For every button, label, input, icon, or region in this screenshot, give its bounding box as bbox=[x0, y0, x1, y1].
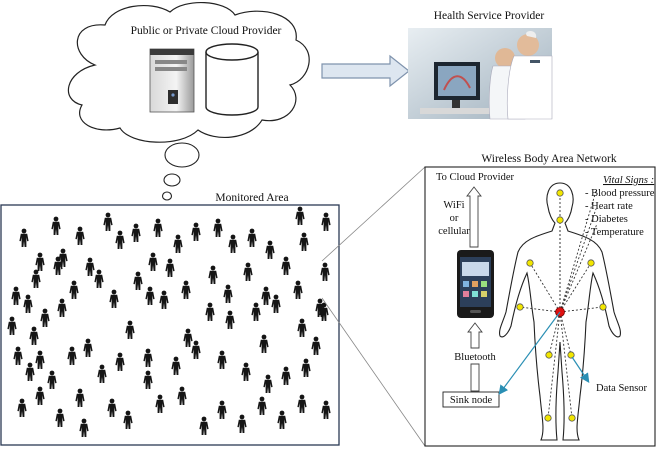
vital-sign-item: - Temperature bbox=[585, 227, 644, 238]
sink-pointer-arrow bbox=[498, 311, 561, 395]
wifi-label: WiFi bbox=[443, 200, 464, 211]
cellular-label: cellular bbox=[438, 226, 470, 237]
sensor-right-ankle bbox=[568, 414, 576, 422]
cloud-to-provider-arrow bbox=[321, 54, 410, 88]
sensor-left-ankle bbox=[544, 414, 552, 422]
smartphone-icon bbox=[457, 250, 494, 318]
sensor-pointer-arrow bbox=[571, 356, 590, 383]
sensor-links bbox=[519, 190, 604, 419]
vital-signs-heading: Vital Signs : bbox=[603, 175, 654, 186]
thought-bubbles bbox=[161, 142, 200, 201]
sensor-head bbox=[556, 189, 564, 197]
server-tower-icon bbox=[149, 48, 195, 113]
sensor-left-shoulder bbox=[526, 259, 534, 267]
zoom-connector bbox=[321, 166, 426, 447]
vital-sign-item: - Heart rate bbox=[585, 201, 633, 212]
cloud-provider: Public or Private Cloud Provider bbox=[67, 1, 310, 143]
uplink-arrow bbox=[466, 186, 482, 248]
sensor-right-thigh bbox=[567, 351, 575, 359]
sensor-neck bbox=[556, 216, 564, 224]
bluetooth-label: Bluetooth bbox=[454, 352, 496, 363]
wban-title: Wireless Body Area Network bbox=[481, 153, 617, 165]
sensors bbox=[516, 189, 607, 422]
database-cylinder-icon bbox=[205, 43, 259, 116]
sink-link-arrow bbox=[470, 363, 480, 392]
sink-node-box bbox=[442, 391, 500, 408]
vital-sign-item: - Diabetes bbox=[585, 214, 628, 225]
sensor-right-shoulder bbox=[587, 259, 595, 267]
or-label: or bbox=[450, 213, 459, 224]
cloud-label: Public or Private Cloud Provider bbox=[131, 25, 282, 37]
sensor-right-wrist bbox=[599, 303, 607, 311]
monitored-area-box bbox=[0, 204, 340, 446]
to-cloud-label: To Cloud Provider bbox=[436, 172, 515, 183]
data-sensor-label: Data Sensor bbox=[596, 383, 648, 394]
health-service-provider: Health Service Provider bbox=[408, 10, 553, 120]
wban-panel: Wireless Body Area Network To Cloud Prov… bbox=[424, 153, 656, 447]
vital-sign-item: - Blood pressure bbox=[585, 188, 655, 199]
monitored-area: Monitored Area bbox=[0, 192, 340, 446]
doctors-photo bbox=[408, 28, 553, 120]
sink-node-label: Sink node bbox=[450, 395, 493, 406]
monitored-area-label: Monitored Area bbox=[215, 192, 288, 204]
sensor-left-wrist bbox=[516, 303, 524, 311]
health-provider-label: Health Service Provider bbox=[434, 10, 545, 22]
sensor-left-thigh bbox=[545, 351, 553, 359]
bluetooth-arrow bbox=[467, 322, 483, 349]
